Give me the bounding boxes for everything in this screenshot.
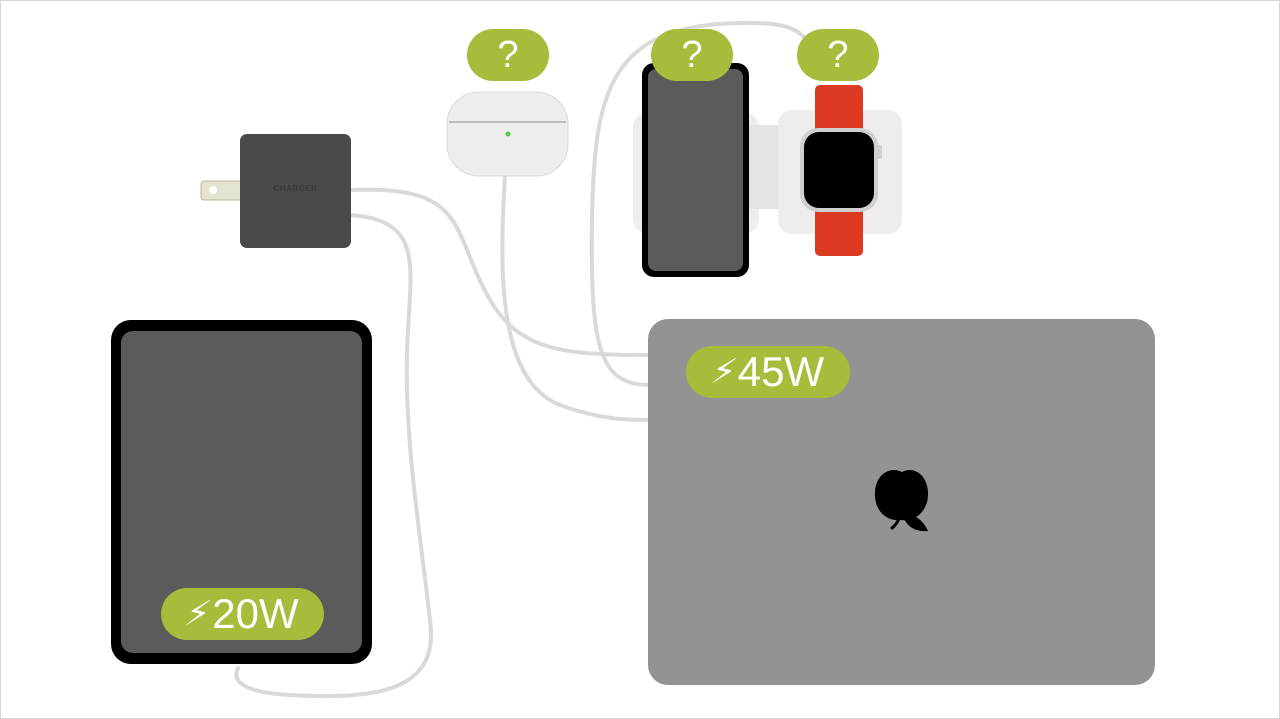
status-light	[506, 132, 511, 137]
laptop-wattage: 45W	[738, 348, 824, 396]
cable-charger-to-laptop	[350, 190, 650, 355]
question-mark: ?	[497, 34, 518, 77]
lightning-bolt-icon: ⚡︎	[182, 594, 214, 634]
phone	[642, 63, 749, 277]
tablet-wattage: 20W	[212, 590, 298, 638]
laptop-wattage-badge: ⚡︎ 45W	[686, 346, 850, 398]
question-mark: ?	[827, 34, 848, 77]
lightning-bolt-icon: ⚡︎	[708, 352, 740, 392]
charger-label: CHARGER	[240, 184, 351, 193]
charger-prong-hole	[209, 186, 217, 194]
charger-prong	[201, 181, 243, 200]
phone-screen	[648, 69, 743, 271]
watch-unknown-badge: ?	[797, 29, 879, 81]
phone-unknown-badge: ?	[651, 29, 733, 81]
earbuds-case	[447, 92, 568, 176]
watch-screen	[804, 132, 874, 208]
question-mark: ?	[681, 34, 702, 77]
tablet-wattage-badge: ⚡︎ 20W	[161, 588, 324, 640]
earbuds-unknown-badge: ?	[467, 29, 549, 81]
